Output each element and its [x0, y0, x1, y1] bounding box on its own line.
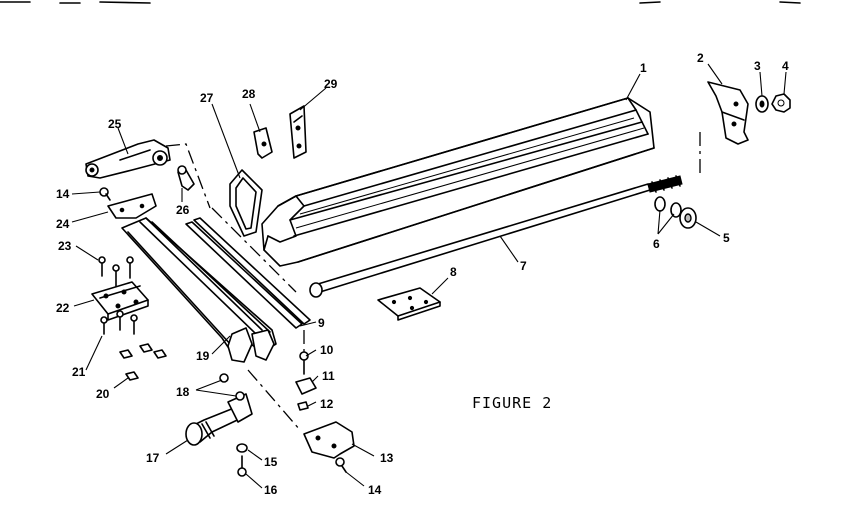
- spacer: [295, 377, 317, 395]
- lever-bracket: [107, 193, 157, 219]
- knob-washer: [236, 443, 248, 453]
- callout-3: 3: [754, 59, 761, 73]
- callout-18: 18: [176, 385, 190, 399]
- callout-10: 10: [320, 343, 334, 357]
- rail-strips: [185, 217, 311, 329]
- clamp-block: [91, 281, 149, 321]
- callout-14-upper: 14: [56, 187, 70, 201]
- main-rail-tube: [261, 97, 655, 267]
- adjustment-knob: [185, 393, 253, 446]
- screw-lower: [335, 457, 347, 473]
- callout-24: 24: [56, 217, 70, 231]
- callout-23: 23: [58, 239, 72, 253]
- threaded-rod: [309, 175, 683, 298]
- small-washers: [654, 196, 682, 218]
- lock-washer: [297, 401, 309, 411]
- screw-upper: [99, 187, 111, 201]
- gasket-loop: [229, 169, 263, 237]
- callout-29: 29: [324, 77, 338, 91]
- hex-nut: [771, 93, 791, 113]
- callout-25: 25: [108, 117, 122, 131]
- callout-11: 11: [322, 369, 335, 383]
- callout-2: 2: [697, 51, 704, 65]
- assembly-centerlines: [165, 132, 701, 431]
- knob-screw: [237, 455, 247, 477]
- square-nuts: [119, 343, 167, 381]
- leader-lines: [71, 63, 787, 489]
- end-bracket: [707, 81, 749, 145]
- washer: [755, 95, 769, 113]
- callout-27: 27: [200, 91, 214, 105]
- mounting-plate: [377, 287, 441, 321]
- callout-4: 4: [782, 59, 789, 73]
- callout-16: 16: [264, 483, 278, 497]
- callout-13: 13: [380, 451, 394, 465]
- rear-bracket: [303, 421, 355, 459]
- callout-1: 1: [640, 61, 647, 75]
- front-rail-extrusion: [121, 217, 277, 363]
- callout-28: 28: [242, 87, 256, 101]
- callout-8: 8: [450, 265, 457, 279]
- lock-lever: [85, 139, 171, 179]
- callout-26: 26: [176, 203, 190, 217]
- callout-19: 19: [196, 349, 210, 363]
- cap-screws: [98, 256, 138, 335]
- callout-20: 20: [96, 387, 110, 401]
- knob-nuts: [219, 373, 245, 401]
- callout-17: 17: [146, 451, 160, 465]
- pivot-pin: [177, 165, 195, 191]
- callout-22: 22: [56, 301, 70, 315]
- callout-12: 12: [320, 397, 334, 411]
- callout-6: 6: [653, 237, 660, 251]
- slotted-plate: [289, 105, 307, 159]
- figure-caption: FIGURE 2: [472, 394, 552, 412]
- callout-5: 5: [723, 231, 730, 245]
- flat-washer: [679, 207, 697, 229]
- callout-7: 7: [520, 259, 527, 273]
- clip-bracket: [253, 127, 273, 159]
- callout-14-lower: 14: [368, 483, 382, 497]
- callout-21: 21: [72, 365, 86, 379]
- top-edge-marks: [0, 1, 801, 4]
- callout-9: 9: [318, 316, 325, 330]
- callout-15: 15: [264, 455, 278, 469]
- callout-labels: 1 2 3 4 5 6 7 8 9 10 11 12 13 14 15 16 1…: [56, 51, 789, 497]
